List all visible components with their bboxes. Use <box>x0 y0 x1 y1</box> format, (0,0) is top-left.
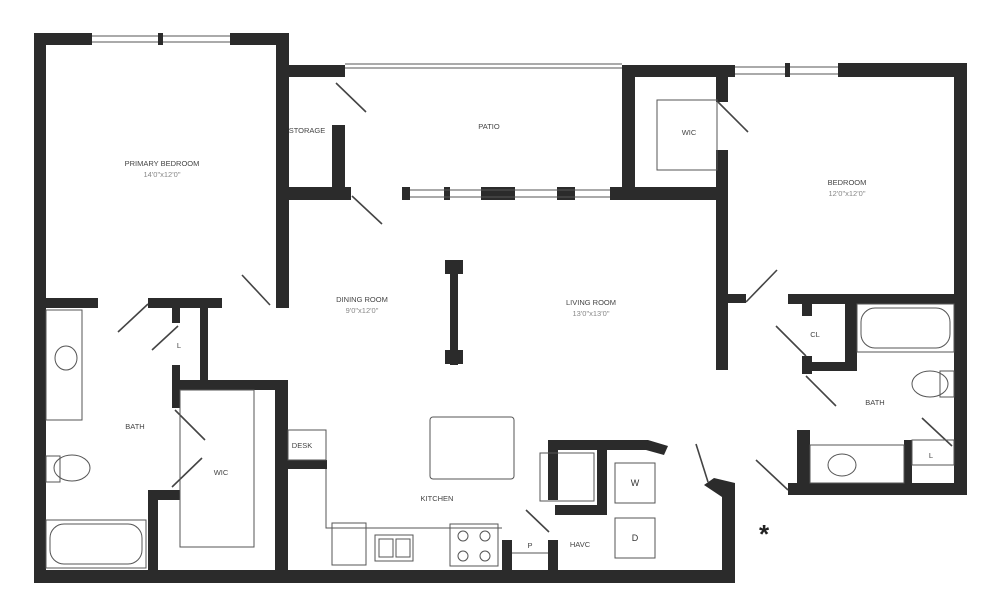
wic-left-label: WIC <box>214 468 229 477</box>
linen-right-label: L <box>929 451 933 460</box>
stove-icon <box>449 523 499 567</box>
walls <box>34 33 967 583</box>
linen-left-label: L <box>177 341 181 350</box>
bathtub-right <box>856 303 955 353</box>
sink-icon-right <box>827 453 857 477</box>
fixtures <box>45 99 955 569</box>
havc-label: HAVC <box>570 540 591 549</box>
refrigerator <box>539 452 595 502</box>
doors <box>117 82 953 533</box>
patio-label: PATIO <box>478 122 500 131</box>
asterisk-marker: * <box>759 519 770 549</box>
bedroom-label: BEDROOM <box>828 178 867 187</box>
washer-icon <box>614 462 656 504</box>
toilet-icon-right <box>911 370 949 398</box>
kitchen-sink <box>374 534 414 562</box>
dining-room-size: 9'0"x12'0" <box>346 306 379 315</box>
primary-bedroom-label: PRIMARY BEDROOM <box>125 159 200 168</box>
room-labels: PRIMARY BEDROOM 14'0"x12'0" STORAGE PATI… <box>125 122 933 550</box>
bath-right-label: BATH <box>865 398 884 407</box>
bedroom-size: 12'0"x12'0" <box>829 189 866 198</box>
living-room-size: 13'0"x13'0" <box>573 309 610 318</box>
wic-right-label: WIC <box>682 128 697 137</box>
kitchen-island <box>429 416 515 480</box>
living-room-label: LIVING ROOM <box>566 298 616 307</box>
desk-label: DESK <box>292 441 312 450</box>
washer-label: W <box>631 478 640 488</box>
dryer-icon <box>614 517 656 559</box>
dryer-label: D <box>632 533 639 543</box>
toilet-icon <box>53 454 91 482</box>
pantry-label: P <box>527 541 532 550</box>
sink-icon <box>54 345 78 371</box>
closet-label: CL <box>810 330 820 339</box>
kitchen-label: KITCHEN <box>421 494 454 503</box>
windows <box>92 33 838 198</box>
dining-room-label: DINING ROOM <box>336 295 388 304</box>
bath-left-label: BATH <box>125 422 144 431</box>
primary-bedroom-size: 14'0"x12'0" <box>144 170 181 179</box>
storage-label: STORAGE <box>289 126 326 135</box>
bathtub-left <box>45 519 147 569</box>
